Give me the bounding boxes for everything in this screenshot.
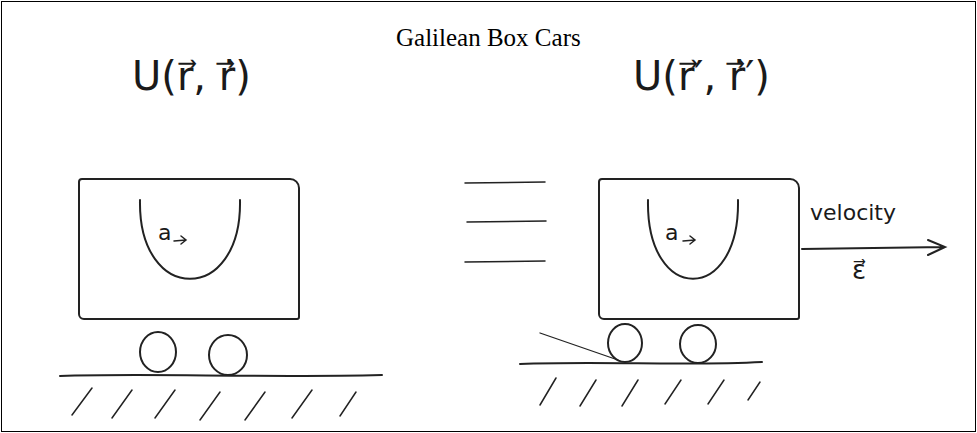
wheel: [209, 335, 247, 375]
velocity-arrow: [802, 240, 945, 255]
ground-hatch: [540, 378, 760, 406]
motion-streak: [540, 333, 618, 360]
ground-hatch: [72, 388, 356, 420]
box-car: U(r⃗, ṙ⃗)a: [78, 178, 300, 320]
wheel: [680, 325, 716, 363]
box-car: U(r⃗′, ṙ⃗′)a: [598, 178, 800, 320]
mass-label: a: [158, 220, 171, 245]
speed-lines: [465, 182, 546, 262]
velocity-symbol: ε⃗: [852, 256, 866, 286]
wheel: [140, 332, 176, 372]
ground: [60, 375, 382, 376]
ground: [520, 362, 762, 364]
bowl: [140, 200, 240, 279]
acceleration-arrow: [174, 236, 186, 244]
acceleration-arrow: [683, 236, 695, 244]
velocity-label: velocity: [810, 200, 896, 225]
bowl: [648, 200, 738, 279]
potential-label: U(r⃗, ṙ⃗): [132, 53, 251, 99]
wheel: [608, 324, 642, 362]
mass-label: a: [665, 220, 678, 245]
title: Galilean Box Cars: [396, 24, 581, 53]
potential-label: U(r⃗′, ṙ⃗′): [633, 53, 770, 99]
